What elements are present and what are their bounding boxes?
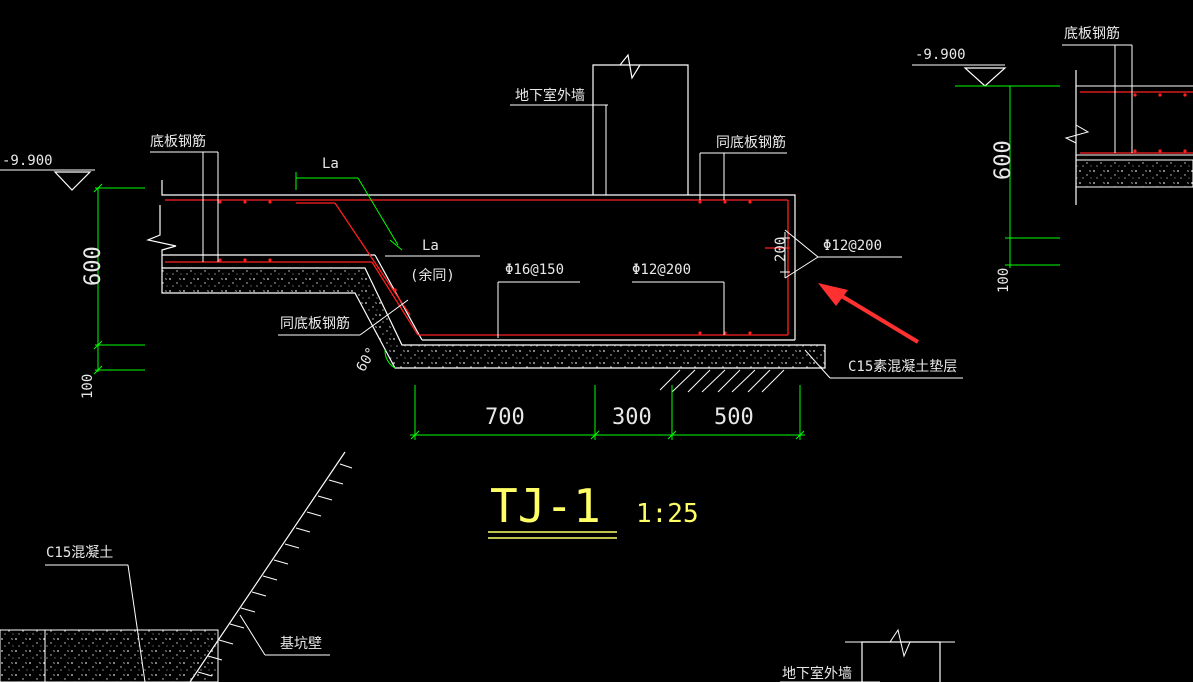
dim-700: 700 (485, 405, 525, 430)
label-basement-wall: 地下室外墙 (515, 87, 585, 104)
elevation-left: -9.900 (2, 153, 53, 169)
label-bottom-rebar-left: 底板钢筋 (150, 133, 206, 150)
label-angle: 60° (354, 345, 381, 375)
la-dimension (295, 172, 403, 251)
label-same-bottom-rebar-left: 同底板钢筋 (280, 315, 350, 332)
elevation-right: -9.900 (915, 47, 966, 63)
bottom-left-detail: C15混凝土 基坑壁 (0, 451, 353, 682)
rebar-callout-3: Φ12@200 (823, 238, 882, 254)
soil-hatch (655, 367, 790, 393)
concrete-cushion (161, 267, 826, 369)
rebar-lines (165, 199, 790, 336)
dim-100-right: 100 (996, 268, 1012, 293)
label-la-note: (余同) (410, 267, 455, 284)
left-detail: -9.900 (0, 53, 963, 539)
dim-600-left: 600 (81, 246, 106, 286)
rebar-callout-2: Φ12@200 (632, 262, 691, 278)
pit-wall-hatch (197, 463, 353, 677)
label-basement-wall-bottom: 地下室外墙 (782, 665, 852, 682)
dim-600-right: 600 (991, 140, 1016, 180)
dim-lines-bottom (410, 385, 805, 440)
drawing-title: TJ-1 (490, 479, 601, 533)
label-la-1: La (322, 156, 339, 172)
label-same-bottom-rebar-top: 同底板钢筋 (716, 134, 786, 151)
elevation-marker-icon (53, 171, 92, 191)
elevation-marker-icon (963, 67, 1007, 87)
label-cushion: C15素混凝土垫层 (848, 359, 957, 375)
rebar-dots (218, 200, 752, 335)
drawing-scale: 1:25 (636, 499, 699, 529)
dim-500: 500 (714, 405, 754, 430)
dim-100-left: 100 (80, 374, 96, 399)
label-pit-wall: 基坑壁 (280, 635, 322, 652)
dim-200: 200 (773, 237, 789, 262)
dim-300: 300 (612, 405, 652, 430)
bottom-right-detail: 地下室外墙 (780, 628, 955, 682)
right-detail: -9.900 600 100 底板钢筋 (912, 25, 1193, 293)
label-c15: C15混凝土 (46, 545, 113, 561)
rebar-callout-1: Φ16@150 (505, 262, 564, 278)
label-bottom-rebar-right: 底板钢筋 (1064, 25, 1120, 42)
label-la-2: La (422, 238, 439, 254)
dim-lines-left (93, 183, 145, 375)
red-arrow-icon (818, 283, 920, 344)
